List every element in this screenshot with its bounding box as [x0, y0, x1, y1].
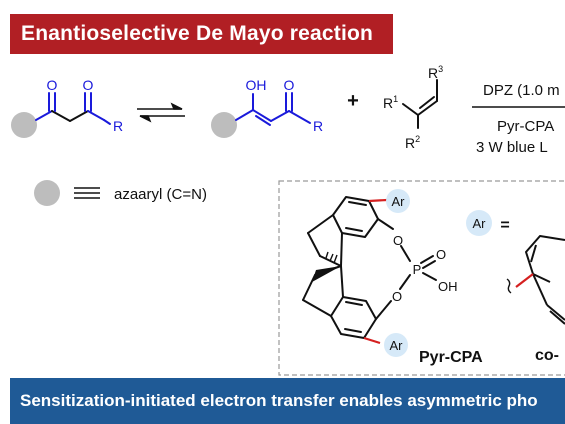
ar-top-label: Ar	[392, 194, 406, 209]
enol: OH O R	[211, 77, 323, 138]
ar-def-label: Ar	[473, 216, 487, 231]
oh-label: OH	[438, 279, 458, 294]
enol-o: O	[284, 77, 295, 93]
enol-r: R	[313, 118, 323, 134]
alkene-r3: R3	[428, 64, 443, 81]
ar-definition: Ar = co-	[466, 210, 565, 364]
enol-oh: OH	[246, 77, 267, 93]
footer-text: Sensitization-initiated electron transfe…	[20, 391, 538, 410]
substituent-circle	[34, 180, 60, 206]
alkene: R1 R2 R3	[383, 64, 443, 151]
alkene-r2: R2	[405, 134, 420, 151]
ar-bottom-label: Ar	[390, 338, 404, 353]
catalyst-structure: Ar Ar O O P O OH Pyr-CPA	[302, 189, 483, 366]
substituent-circle	[11, 112, 37, 138]
diketone-o2: O	[83, 77, 94, 93]
diketone-o1: O	[47, 77, 58, 93]
p-label: P	[413, 262, 422, 277]
ar-top-circle	[386, 189, 410, 213]
legend-definition: azaaryl (C=N)	[114, 186, 207, 203]
condition-above: DPZ (1.0 m	[483, 82, 560, 99]
catalyst-name: Pyr-CPA	[419, 349, 483, 366]
catalyst-box	[278, 180, 565, 376]
ar-bottom-circle	[384, 333, 408, 357]
diketone-r: R	[113, 118, 123, 134]
ar-def-circle	[466, 210, 492, 236]
wavy-attachment	[506, 278, 512, 294]
triple-bond-mark	[74, 187, 100, 199]
title-text: Enantioselective De Mayo reaction	[21, 22, 374, 45]
diketone: O O R	[11, 77, 123, 138]
condition-below-2: 3 W blue L	[476, 139, 548, 156]
condition-below-1: Pyr-CPA	[497, 118, 554, 135]
alkene-r1: R1	[383, 94, 398, 111]
equals-sign: =	[500, 217, 509, 234]
wedge-bond	[312, 266, 341, 282]
footer-banner: Sensitization-initiated electron transfe…	[10, 378, 565, 424]
plus-sign: +	[347, 90, 359, 112]
o-bottom-label: O	[392, 289, 402, 304]
legend: azaaryl (C=N)	[34, 180, 207, 206]
title-banner: Enantioselective De Mayo reaction	[10, 14, 393, 54]
o-double-label: O	[436, 247, 446, 262]
co-label: co-	[535, 347, 559, 364]
substituent-circle	[211, 112, 237, 138]
equilibrium-arrows	[137, 102, 185, 123]
o-top-label: O	[393, 233, 403, 248]
reaction-conditions: DPZ (1.0 m Pyr-CPA 3 W blue L	[472, 82, 565, 156]
